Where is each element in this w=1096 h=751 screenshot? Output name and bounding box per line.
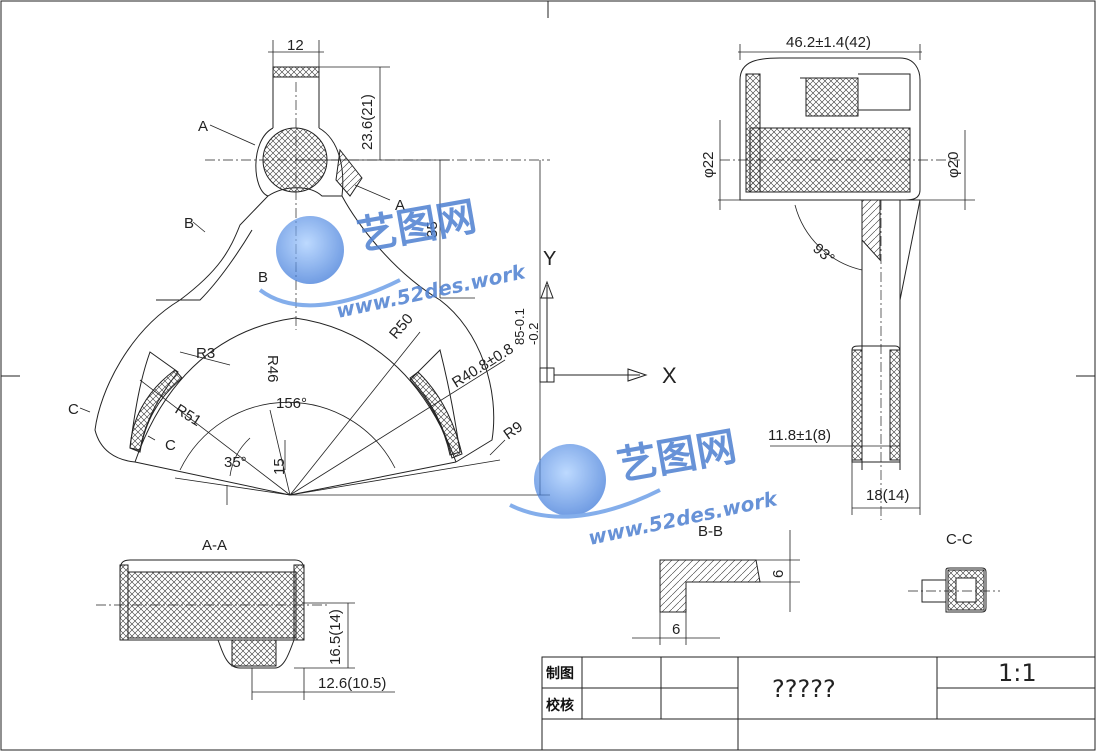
front-view: [79, 40, 648, 505]
title-block-text: 制图 校核 ????? 1:1: [546, 659, 1037, 714]
label-a-upper: A: [198, 118, 208, 135]
section-c-title: C-C: [946, 531, 973, 548]
dim-b-6-right: 6: [770, 570, 787, 578]
label-b: B: [258, 269, 268, 286]
dim-angle-35: 35°: [224, 454, 247, 471]
section-b-title: B-B: [698, 523, 723, 540]
dim-angle-93: 93°: [809, 240, 837, 268]
watermark-globe-icon: [276, 216, 344, 284]
title-block: [541, 656, 1096, 751]
section-a-labels: A-A 16.5(14) 12.6(10.5): [202, 537, 386, 692]
dim-height-35: 35: [424, 221, 441, 238]
dim-r3: R3: [196, 345, 215, 362]
dim-11-8: 11.8±1(8): [768, 427, 831, 444]
watermark-url: www.52des.work: [334, 259, 529, 323]
dim-tolerance-lower: -0.2: [526, 323, 541, 345]
dim-angle-156: 156°: [276, 395, 307, 412]
dim-height-top: 23.6(21): [359, 94, 376, 150]
dim-r50: R50: [386, 311, 417, 343]
dim-dia-22: φ22: [700, 152, 717, 178]
side-view: [718, 44, 975, 520]
watermark-brand-2: 艺图网: [614, 424, 740, 490]
label-c-left: C: [68, 401, 79, 418]
dim-15: 15: [271, 458, 288, 475]
dim-tolerance-upper: 85-0.1: [512, 308, 527, 345]
section-a-title: A-A: [202, 537, 227, 554]
section-b-labels: B-B 6 6: [672, 523, 787, 638]
watermark-globe-icon-2: [534, 444, 606, 516]
side-view-labels: 46.2±1.4(42) φ22 φ20 93° 11.8±1(8) 18(14…: [700, 34, 962, 504]
section-c-labels: C-C: [946, 531, 973, 548]
section-a: [96, 559, 395, 700]
dim-b-6-bottom: 6: [672, 621, 680, 638]
watermark-lower: 艺图网 www.52des.work: [509, 424, 781, 550]
watermark-url-2: www.52des.work: [586, 486, 781, 550]
watermark-brand: 艺图网: [354, 194, 480, 260]
dim-12-6: 12.6(10.5): [318, 675, 386, 692]
label-b-marker: B: [184, 215, 194, 232]
section-b: [632, 530, 800, 645]
label-a-right: A: [395, 197, 405, 214]
axis-y-label: Y: [543, 248, 556, 270]
label-c-inner: C: [165, 437, 176, 454]
dim-r9: R9: [501, 418, 526, 443]
checked-by-label: 校核: [546, 697, 574, 714]
dim-r46: R46: [264, 355, 281, 383]
dim-16-5: 16.5(14): [327, 609, 344, 665]
watermark-upper: 艺图网 www.52des.work: [258, 194, 529, 323]
dim-side-width: 46.2±1.4(42): [786, 34, 871, 51]
section-c: [908, 567, 1000, 613]
drawing-name: ?????: [772, 675, 836, 703]
dim-dia-20: φ20: [945, 152, 962, 178]
dim-r40: R40.8±0.8: [449, 340, 517, 391]
dim-width-top: 12: [287, 37, 304, 54]
scale-value: 1:1: [998, 659, 1037, 687]
axis-x-label: X: [662, 363, 677, 388]
dim-18: 18(14): [866, 487, 909, 504]
drawn-by-label: 制图: [546, 665, 574, 682]
